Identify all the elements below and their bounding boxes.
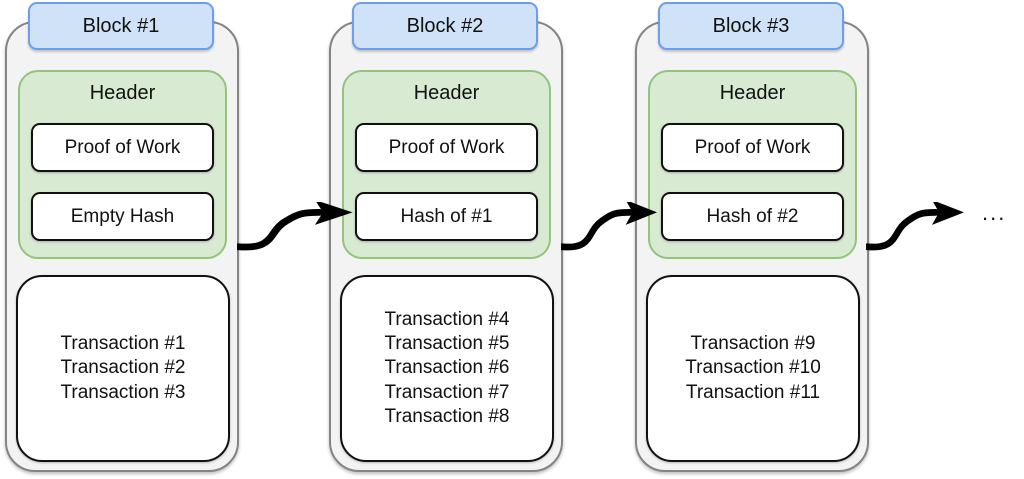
transaction-line: Transaction #3 bbox=[60, 381, 186, 403]
transaction-line: Transaction #10 bbox=[685, 357, 821, 379]
block-3: Header Proof of Work Hash of #2 Transact… bbox=[635, 21, 869, 472]
transaction-line: Transaction #11 bbox=[685, 381, 821, 403]
transaction-line: Transaction #8 bbox=[384, 405, 510, 427]
block-1-title: Block #1 bbox=[82, 14, 160, 37]
block-1-proof-of-work-box: Proof of Work bbox=[31, 123, 214, 172]
block-2-proof-of-work-box: Proof of Work bbox=[355, 123, 538, 172]
transaction-line: Transaction #9 bbox=[690, 333, 816, 355]
block-3-transactions-box: Transaction #9 Transaction #10 Transacti… bbox=[646, 275, 860, 462]
chain-link-arrow-icon bbox=[561, 202, 658, 251]
transaction-line: Transaction #7 bbox=[384, 381, 510, 403]
block-2-proof-of-work-label: Proof of Work bbox=[388, 136, 505, 158]
chain-link-arrow-icon bbox=[866, 202, 964, 251]
block-2-title: Block #2 bbox=[406, 14, 484, 37]
block-3-title: Block #3 bbox=[712, 14, 790, 37]
block-1-title-tab: Block #1 bbox=[28, 2, 214, 50]
block-2: Header Proof of Work Hash of #1 Transact… bbox=[329, 21, 563, 472]
block-1-transactions-box: Transaction #1 Transaction #2 Transactio… bbox=[16, 275, 230, 462]
chain-link-arrow-icon bbox=[237, 202, 353, 251]
block-2-hash-label: Hash of #1 bbox=[400, 205, 493, 227]
block-3-title-tab: Block #3 bbox=[658, 2, 844, 50]
block-3-hash-box: Hash of #2 bbox=[661, 192, 844, 241]
block-2-hash-box: Hash of #1 bbox=[355, 192, 538, 241]
block-3-proof-of-work-label: Proof of Work bbox=[694, 136, 811, 158]
transaction-line: Transaction #2 bbox=[60, 357, 186, 379]
block-1-header-label: Header bbox=[89, 82, 156, 104]
block-3-proof-of-work-box: Proof of Work bbox=[661, 123, 844, 172]
transaction-line: Transaction #6 bbox=[384, 357, 510, 379]
block-1-hash-box: Empty Hash bbox=[31, 192, 214, 241]
block-2-transactions-box: Transaction #4 Transaction #5 Transactio… bbox=[340, 275, 554, 462]
block-1-proof-of-work-label: Proof of Work bbox=[64, 136, 181, 158]
block-2-header-label: Header bbox=[413, 82, 480, 104]
transaction-line: Transaction #5 bbox=[384, 333, 510, 355]
block-3-hash-label: Hash of #2 bbox=[706, 205, 799, 227]
block-1-header: Header Proof of Work Empty Hash bbox=[18, 70, 227, 259]
transaction-line: Transaction #1 bbox=[60, 333, 186, 355]
transaction-line: Transaction #4 bbox=[384, 308, 510, 330]
block-3-header-label: Header bbox=[719, 82, 786, 104]
block-2-title-tab: Block #2 bbox=[352, 2, 538, 50]
block-3-header: Header Proof of Work Hash of #2 bbox=[648, 70, 857, 259]
block-2-header: Header Proof of Work Hash of #1 bbox=[342, 70, 551, 259]
continuation-ellipsis: ... bbox=[982, 200, 1007, 225]
block-1: Header Proof of Work Empty Hash Transact… bbox=[5, 21, 239, 472]
block-1-hash-label: Empty Hash bbox=[70, 205, 175, 227]
